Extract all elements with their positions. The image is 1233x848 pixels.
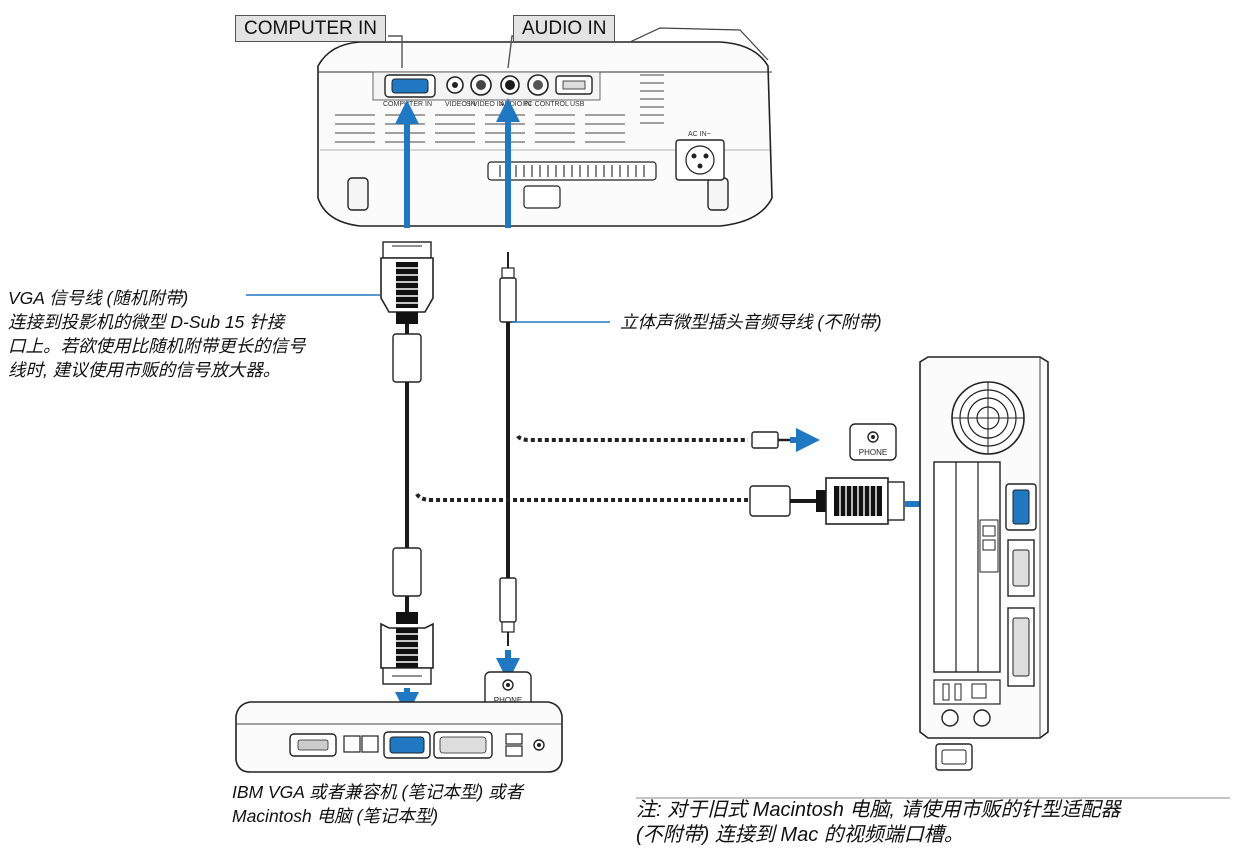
phone-jack-desktop: PHONE bbox=[849, 423, 897, 461]
audio-in-label: AUDIO IN bbox=[513, 15, 616, 42]
laptop-note-line1: IBM VGA 或者兼容机 (笔记本型) 或者 bbox=[232, 782, 524, 802]
mac-note: 注: 对于旧式 Macintosh 电脑, 请使用市贩的针型适配器 (不附带) … bbox=[636, 798, 1121, 848]
audio-cable bbox=[499, 252, 517, 646]
projector: COMPUTER IN VIDEO IN S-VIDEO IN AUDIO IN… bbox=[317, 27, 773, 227]
port-label-video-in: VIDEO IN bbox=[445, 101, 476, 108]
port-label-ac-in: AC IN~ bbox=[688, 131, 711, 138]
vga-plug-desktop bbox=[749, 477, 905, 525]
vga-cable-note: VGA 信号线 (随机附带) 连接到投影机的微型 D-Sub 15 针接 口上。… bbox=[8, 286, 306, 382]
phone-label-desktop: PHONE bbox=[859, 448, 887, 457]
audio-plug-desktop bbox=[751, 431, 790, 449]
vga-cable bbox=[380, 241, 434, 685]
computer-in-label: COMPUTER IN bbox=[235, 15, 386, 42]
mac-note-line2: (不附带) 连接到 Mac 的视频端口槽。 bbox=[636, 824, 964, 846]
port-label-pc-control: PC CONTROL bbox=[523, 101, 569, 108]
laptop bbox=[235, 701, 563, 773]
laptop-note: IBM VGA 或者兼容机 (笔记本型) 或者 Macintosh 电脑 (笔记… bbox=[232, 780, 523, 828]
port-label-s-video-in: S-VIDEO IN bbox=[466, 101, 504, 108]
connection-diagram: COMPUTER IN VIDEO IN S-VIDEO IN AUDIO IN… bbox=[235, 27, 1230, 799]
mac-note-line1: 注: 对于旧式 Macintosh 电脑, 请使用市贩的针型适配器 bbox=[636, 799, 1121, 821]
phone-jack-laptop: PHONE bbox=[484, 671, 532, 709]
audio-cable-note: 立体声微型插头音频导线 (不附带) bbox=[620, 312, 882, 332]
port-label-usb: USB bbox=[570, 101, 585, 108]
laptop-note-line2: Macintosh 电脑 (笔记本型) bbox=[232, 806, 439, 826]
vga-cable-note-line2: 连接到投影机的微型 D-Sub 15 针接 bbox=[8, 312, 285, 332]
phone-label-laptop: PHONE bbox=[494, 696, 522, 705]
desktop-computer bbox=[919, 356, 1049, 771]
vga-cable-note-line3: 口上。若欲使用比随机附带更长的信号 bbox=[8, 336, 306, 356]
vga-cable-note-line1: VGA 信号线 (随机附带) bbox=[8, 288, 189, 308]
vga-cable-note-line4: 线时, 建议使用市贩的信号放大器。 bbox=[8, 360, 281, 380]
alternate-routes bbox=[415, 434, 748, 502]
port-label-computer-in: COMPUTER IN bbox=[383, 101, 432, 108]
